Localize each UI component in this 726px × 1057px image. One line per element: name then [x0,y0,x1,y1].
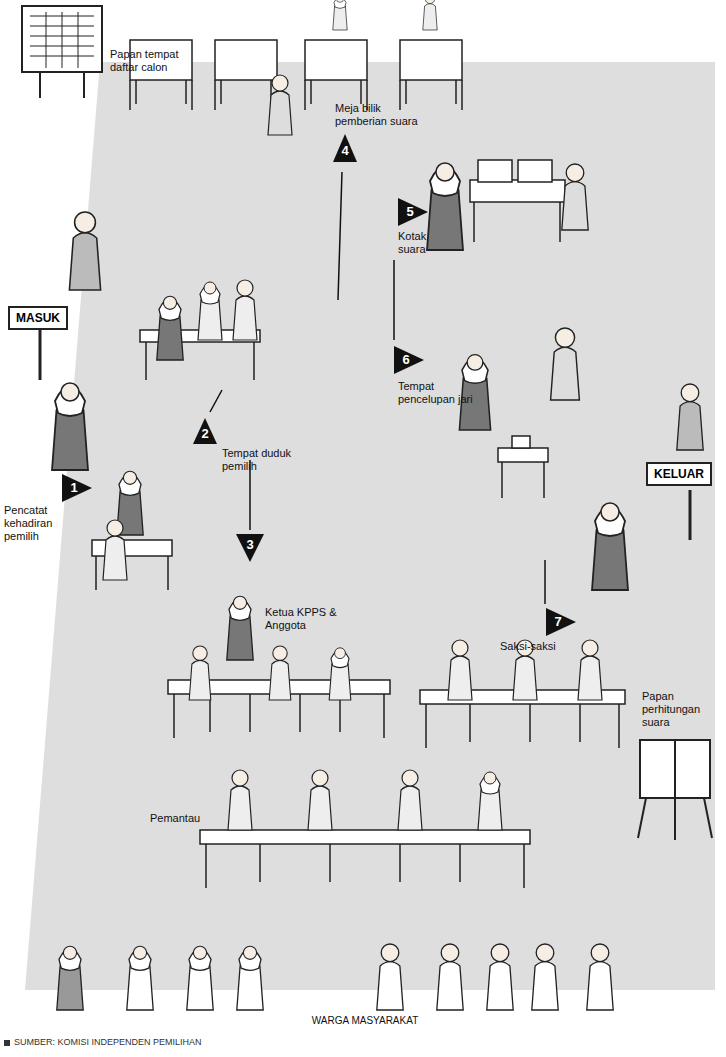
person-figure [237,946,263,1010]
person-figure [487,944,513,1010]
person-figure [532,944,558,1010]
sign-posts [40,330,690,540]
person-figure [427,163,463,250]
area-label: WARGA MASYARAKAT [290,1014,440,1027]
person-figure [227,596,253,660]
callout-number: 2 [195,426,215,442]
area-label: Papan perhitungan suara [642,690,720,729]
area-label: Papan tempat daftar calon [110,48,185,74]
person-figure [578,640,602,700]
area-label: Kotak suara [398,230,453,256]
callout-number: 6 [396,352,416,368]
sign-board: KELUAR [646,462,712,486]
sign-text: KELUAR [654,467,704,481]
voting-booths [130,40,462,110]
person-figure [437,944,463,1010]
person-figure [329,648,351,700]
person-figure [677,384,703,450]
person-figure [448,640,472,700]
callout-number: 4 [335,143,355,159]
source-caption: SUMBER: KOMISI INDEPENDEN PEMILIHAN [14,1037,202,1047]
person-figure [103,520,127,580]
person-figure [233,280,257,340]
sign-text: MASUK [16,311,60,325]
person-figure [333,0,347,30]
callout-number: 7 [548,614,568,630]
callout-number: 1 [64,480,84,496]
callout-number: 5 [400,204,420,220]
tables [92,160,625,888]
person-figure [187,946,213,1010]
person-figure [57,946,83,1010]
person-figure [592,503,628,590]
person-figure [69,212,100,290]
area-label: Saksi-saksi [500,640,580,653]
person-figure [478,772,502,830]
person-figure [377,944,403,1010]
area-label: Pencatat kehadiran pemilih [4,504,76,543]
person-figure [228,770,252,830]
person-figure [562,164,588,230]
person-figure [268,75,292,135]
area-label: Tempat pencelupan jari [398,380,486,406]
callout-number: 3 [240,537,260,553]
person-figure [157,296,183,360]
step-lines [210,172,545,604]
person-figure [269,646,291,700]
person-figure [423,0,437,30]
area-label: Ketua KPPS & Anggota [265,606,343,632]
area-label: Pemantau [150,812,220,825]
caption-bullet [4,1040,10,1046]
candidate-board [22,6,102,98]
area-label: Tempat duduk pemilih [222,447,314,473]
people [52,0,703,1010]
person-figure [198,282,222,340]
step-markers [62,134,576,636]
count-board [638,740,712,840]
person-figure [551,328,580,400]
person-figure [398,770,422,830]
sign-board: MASUK [8,306,68,330]
floor [25,62,715,990]
person-figure [127,946,153,1010]
person-figure [459,355,490,430]
person-figure [52,383,88,470]
area-label: Meja bilik pemberian suara [335,102,430,128]
person-figure [189,646,211,700]
person-figure [587,944,613,1010]
person-figure [308,770,332,830]
